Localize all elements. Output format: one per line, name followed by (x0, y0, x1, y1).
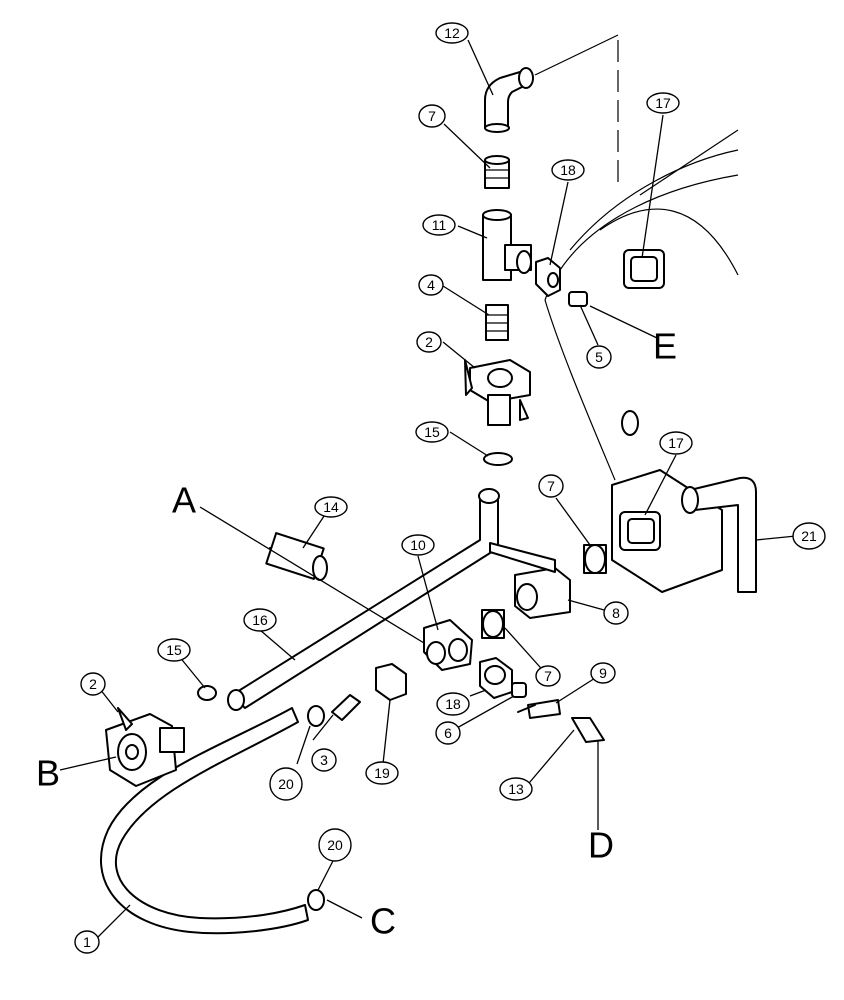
part-12-elbow (484, 67, 534, 133)
svg-text:7: 7 (547, 478, 555, 494)
callout-13: 13 (499, 777, 533, 801)
svg-text:10: 10 (410, 537, 426, 553)
part-4-nipple (485, 304, 509, 341)
callout-6: 6 (435, 721, 461, 745)
svg-text:11: 11 (432, 217, 447, 233)
letter-e: E (653, 326, 677, 367)
callout-8: 8 (603, 601, 629, 625)
part-8-ball-valve (489, 542, 571, 619)
callout-11: 11 (422, 214, 456, 236)
part-14-nipple (265, 532, 328, 581)
part-7-nipple-mid (481, 609, 505, 639)
callout-15: 15 (415, 421, 449, 443)
part-10-tee (423, 619, 473, 671)
part-1-hose (99, 707, 309, 935)
callout-19: 19 (365, 761, 399, 785)
svg-text:20: 20 (278, 776, 294, 792)
part-21-return-pipe (681, 476, 757, 593)
letter-a: A (172, 480, 196, 521)
letter-b: B (36, 753, 60, 794)
callout-7: 7 (538, 474, 564, 498)
svg-text:12: 12 (444, 25, 460, 41)
callout-10: 10 (401, 534, 435, 556)
letter-d: D (588, 825, 614, 866)
part-2-coupler-lower (105, 707, 185, 787)
part-20-clamp-lower (307, 889, 325, 911)
part-16-pipe (227, 488, 500, 711)
svg-text:7: 7 (544, 668, 552, 684)
svg-text:7: 7 (428, 108, 436, 124)
part-20-clamp-upper (307, 705, 325, 727)
part-17-grommet-lower (619, 511, 661, 551)
part-18-reducer-lower (479, 657, 513, 699)
svg-text:2: 2 (89, 676, 97, 692)
callout-20: 20 (318, 828, 352, 862)
svg-text:17: 17 (668, 435, 684, 451)
svg-text:18: 18 (560, 162, 576, 178)
callout-9: 9 (590, 662, 616, 684)
svg-text:5: 5 (595, 349, 603, 365)
callout-17: 17 (646, 92, 680, 114)
svg-text:21: 21 (801, 528, 817, 544)
svg-text:9: 9 (599, 665, 607, 681)
svg-text:6: 6 (444, 725, 452, 741)
leader-lines (59, 39, 797, 941)
part-17-grommet-upper (623, 249, 665, 289)
svg-text:18: 18 (445, 696, 461, 712)
callout-21: 21 (792, 522, 826, 550)
svg-text:4: 4 (427, 277, 435, 293)
svg-text:20: 20 (327, 837, 343, 853)
part-18-reducer-upper (535, 257, 561, 297)
svg-text:19: 19 (374, 765, 390, 781)
part-15-clamp-lower (197, 685, 217, 701)
callout-12: 12 (435, 22, 469, 44)
svg-text:3: 3 (320, 752, 328, 768)
svg-text:1: 1 (83, 934, 91, 950)
svg-text:16: 16 (252, 612, 268, 628)
callout-5: 5 (586, 345, 612, 369)
callout-2: 2 (80, 672, 106, 696)
part-15-clamp-upper (483, 452, 513, 466)
svg-text:15: 15 (166, 642, 182, 658)
callout-3: 3 (311, 748, 337, 772)
svg-text:14: 14 (323, 499, 339, 515)
callout-18: 18 (551, 159, 585, 181)
callout-7: 7 (418, 104, 446, 128)
callout-16: 16 (243, 608, 277, 632)
part-2-coupler-upper (464, 359, 531, 426)
callout-17: 17 (659, 431, 693, 455)
callout-15: 15 (157, 638, 191, 662)
callout-20: 20 (269, 767, 303, 801)
part-9-drain-valve (517, 699, 561, 719)
part-11-tee (482, 209, 532, 281)
svg-text:8: 8 (612, 605, 620, 621)
callout-7: 7 (535, 665, 561, 687)
callout-1: 1 (74, 930, 100, 954)
callout-2: 2 (416, 331, 442, 353)
svg-text:15: 15 (424, 424, 440, 440)
svg-text:17: 17 (655, 95, 671, 111)
callout-4: 4 (418, 274, 444, 296)
part-3-hose-barb (331, 694, 361, 721)
part-7-nipple-right (583, 544, 607, 574)
part-19-plug (375, 663, 407, 701)
part-6-nipple (511, 682, 527, 698)
callout-14: 14 (314, 496, 348, 518)
svg-text:2: 2 (425, 334, 433, 350)
part-13-hose-barb-right (571, 717, 605, 743)
part-7-nipple-upper (484, 155, 510, 189)
part-5-fitting (568, 291, 588, 307)
callout-18: 18 (436, 692, 470, 716)
svg-text:13: 13 (508, 781, 524, 797)
letter-c: C (370, 901, 396, 942)
